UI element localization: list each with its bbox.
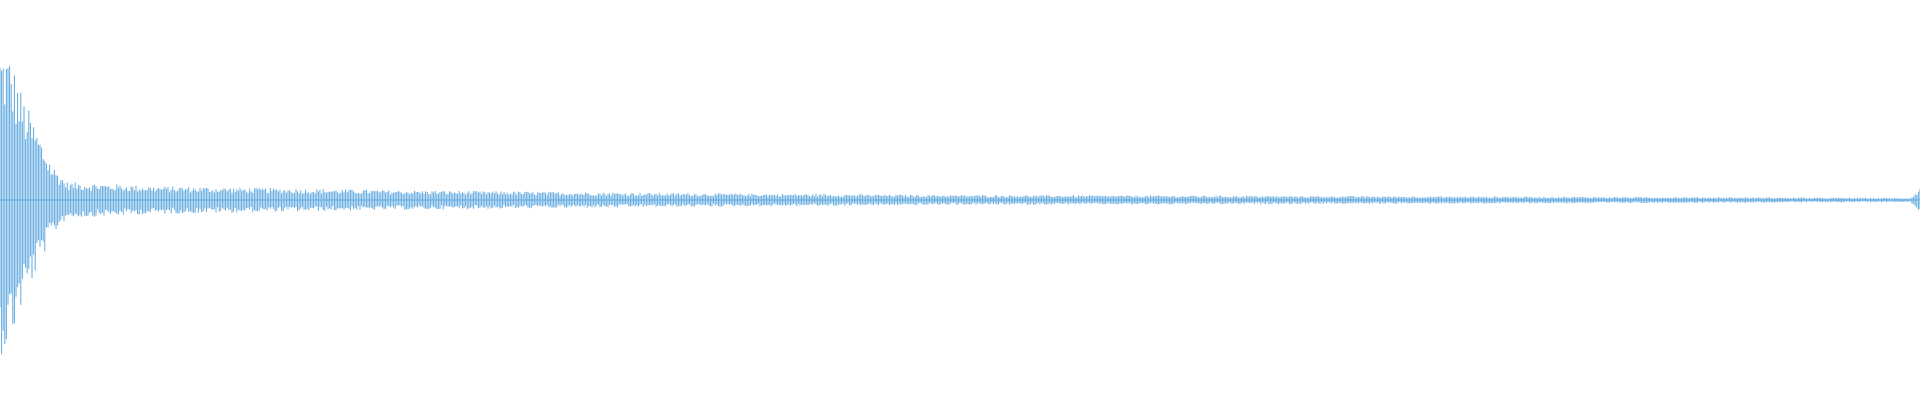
waveform-path [0, 65, 1920, 355]
waveform-trace [0, 65, 1920, 355]
